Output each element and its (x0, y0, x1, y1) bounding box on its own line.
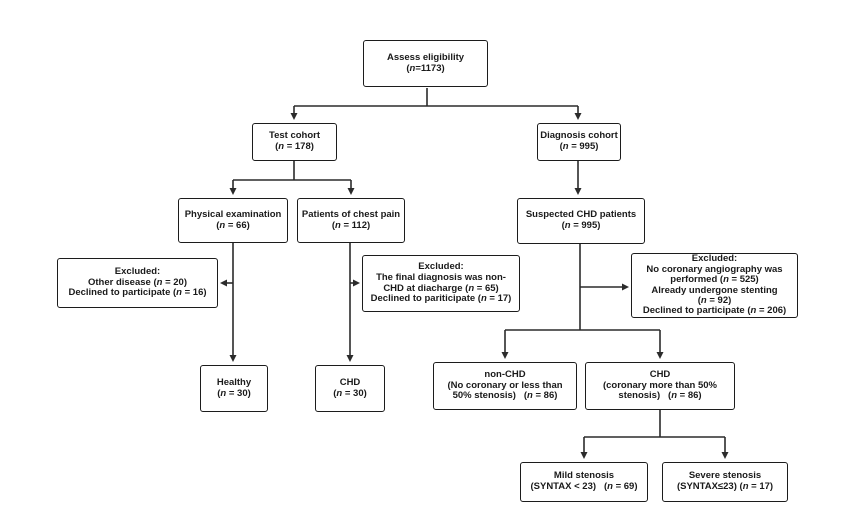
box-chd-diagnosis: CHD(coronary more than 50%stenosis) (n =… (585, 362, 735, 410)
box-text-line: Declined to participate (n = 16) (68, 287, 207, 299)
box-text-line: Assess eligibility (386, 51, 465, 63)
box-text-line: (SYNTAX≤23) (n = 17) (676, 481, 774, 492)
box-text-line: Declined to pariticipate (n = 17) (370, 293, 512, 305)
box-text-line: Other disease (n = 20) (87, 276, 187, 288)
box-chd-test: CHD(n = 30) (315, 365, 385, 412)
connector-chestpain-to-chd (346, 243, 360, 362)
box-text-line: (n = 30) (217, 387, 251, 399)
box-text-line: CHD (339, 376, 361, 388)
box-text-line: (n = 112) (331, 219, 371, 231)
box-text-line: (n=1173) (406, 62, 445, 74)
box-text-line: Healthy (216, 376, 252, 388)
box-text-line: 50% stenosis) (n = 86) (452, 390, 558, 402)
box-text-line: performed (n = 525) (670, 274, 759, 286)
box-text-line: CHD (649, 369, 671, 381)
box-text-line: (n = 178) (275, 141, 314, 152)
box-text-line: Already undergone stenting (651, 284, 778, 296)
box-text-line: (n = 30) (333, 387, 367, 399)
box-text-line: Excluded: (418, 261, 464, 273)
box-text-line: Suspected CHD patients (525, 209, 637, 221)
connector-chd-stenosis-split (580, 410, 729, 459)
box-text-line: Mild stenosis (553, 470, 615, 482)
connector-assess-to-cohorts (290, 88, 582, 120)
box-diagnosis-cohort: Diagnosis cohort(n = 995) (537, 123, 621, 161)
connector-suspected-split (501, 244, 664, 359)
box-text-line: Excluded: (114, 266, 161, 278)
box-text-line: Patients of chest pain (301, 208, 401, 220)
box-text-line: (n = 995) (559, 141, 599, 152)
box-text-line: The final diagnosis was non- (376, 271, 506, 283)
box-text-line: non-CHD (484, 369, 526, 381)
box-suspected-chd: Suspected CHD patients(n = 995) (517, 198, 645, 244)
box-text-line: (n = 995) (561, 220, 601, 231)
box-text-line: (coronary more than 50% (602, 379, 718, 391)
box-mild-stenosis: Mild stenosis(SYNTAX < 23) (n = 69) (520, 462, 648, 502)
box-text-line: (n = 66) (216, 219, 250, 231)
box-excluded-test-left: Excluded:Other disease (n = 20)Declined … (57, 258, 218, 308)
box-severe-stenosis: Severe stenosis(SYNTAX≤23) (n = 17) (662, 462, 788, 502)
box-text-line: CHD at diacharge (n = 65) (383, 282, 499, 294)
box-text-line: Test cohort (268, 130, 321, 142)
connector-physical-to-healthy (220, 243, 237, 362)
box-assess-eligibility: Assess eligibility(n=1173) (363, 40, 488, 87)
box-text-line: Physical examination (184, 208, 282, 220)
box-text-line: Excluded: (691, 253, 738, 265)
box-text-line: stenosis) (n = 86) (618, 390, 702, 402)
box-healthy: Healthy(n = 30) (200, 365, 268, 412)
box-patients-chest-pain: Patients of chest pain(n = 112) (297, 198, 405, 243)
box-text-line: No coronary angiography was (646, 263, 783, 275)
connector-test-cohort-split (229, 160, 355, 195)
box-text-line: Declined to participate (n = 206) (642, 305, 787, 317)
box-text-line: (n = 92) (697, 294, 732, 306)
box-physical-examination: Physical examination(n = 66) (178, 198, 288, 243)
box-text-line: Diagnosis cohort (540, 130, 618, 142)
box-test-cohort: Test cohort(n = 178) (252, 123, 337, 161)
box-text-line: (No coronary or less than (447, 379, 563, 391)
box-text-line: Severe stenosis (688, 470, 762, 482)
box-excluded-test-mid: Excluded:The final diagnosis was non-CHD… (362, 255, 520, 312)
box-text-line: (SYNTAX < 23) (n = 69) (530, 481, 638, 492)
